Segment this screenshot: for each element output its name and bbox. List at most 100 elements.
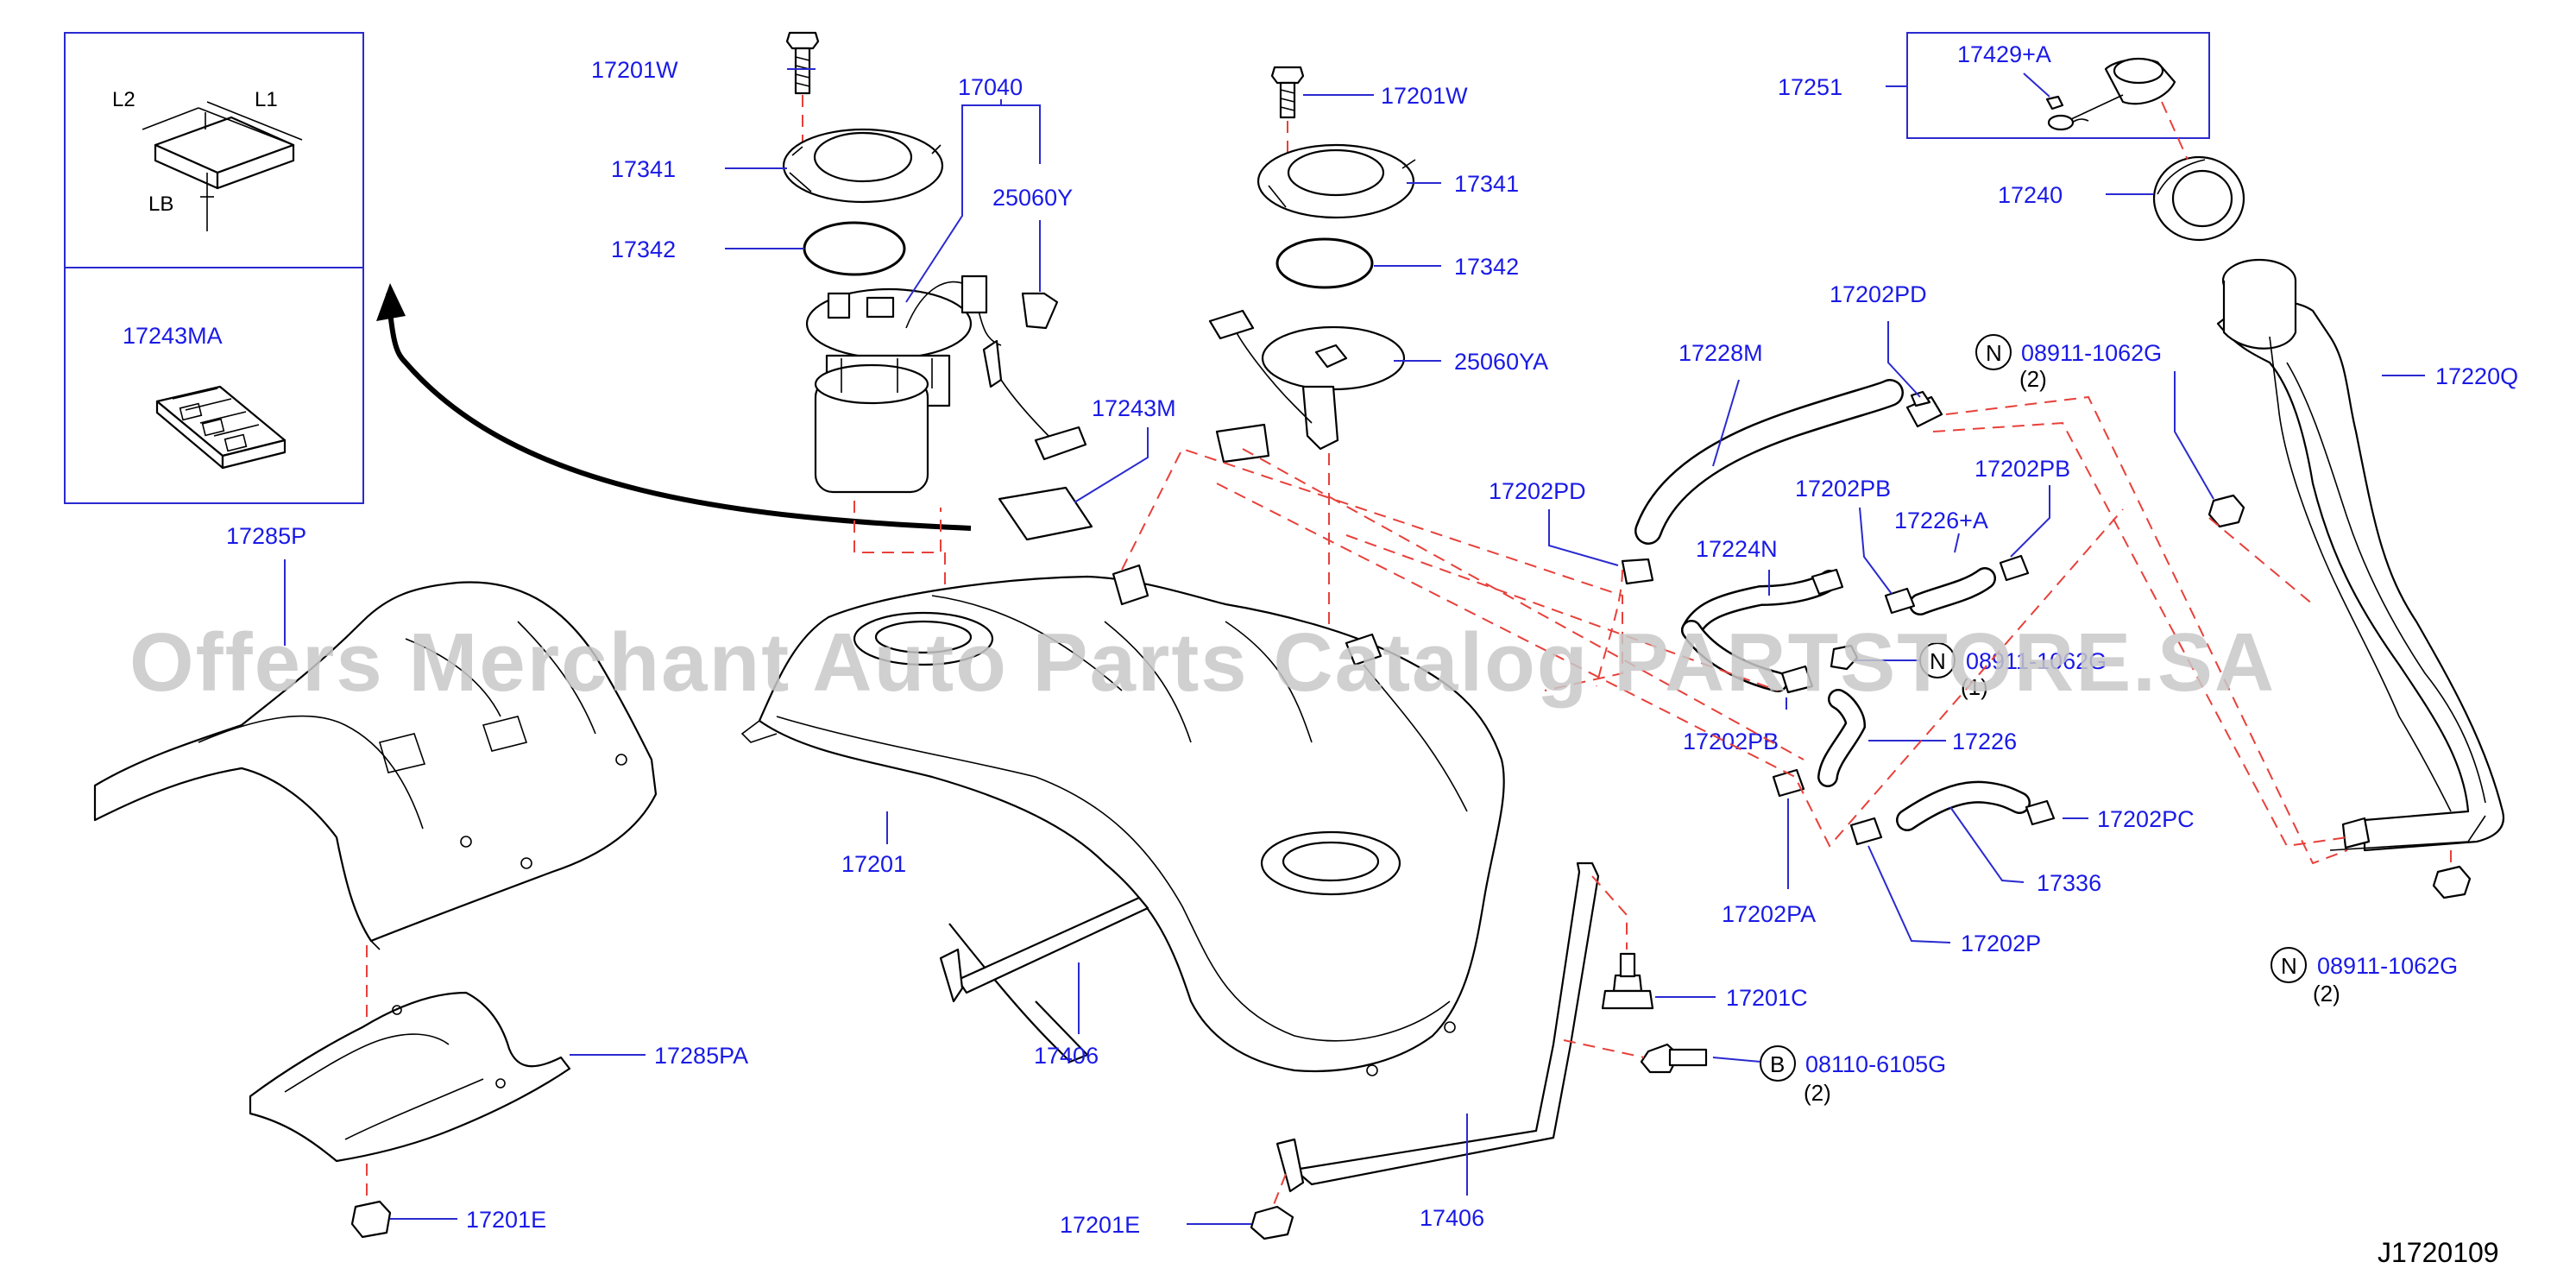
nut-icon-mid bbox=[1830, 644, 1859, 671]
label-17243MA: 17243MA bbox=[123, 323, 223, 349]
label-17342-right: 17342 bbox=[1454, 254, 1519, 280]
label-17224N: 17224N bbox=[1696, 536, 1778, 562]
fuel-cap-icon bbox=[2045, 57, 2176, 131]
label-17202PB-c: 17202PB bbox=[1683, 729, 1779, 754]
label-17429A: 17429+A bbox=[1957, 41, 2051, 67]
label-17201C: 17201C bbox=[1726, 985, 1808, 1011]
label-25060Y: 25060Y bbox=[992, 185, 1073, 211]
strap-nut-bolt-icon bbox=[1640, 1043, 1708, 1074]
routing-dashed-lines bbox=[1121, 395, 2348, 865]
fastener-symbol-b bbox=[1760, 1045, 1796, 1082]
label-17406-left: 17406 bbox=[1034, 1043, 1099, 1069]
label-17285P: 17285P bbox=[226, 523, 306, 549]
heat-shield-lower-icon bbox=[249, 991, 571, 1163]
label-17220Q: 17220Q bbox=[2435, 363, 2518, 389]
label-17202PB-b: 17202PB bbox=[1975, 456, 2070, 482]
heat-shield-upper-icon bbox=[93, 581, 658, 950]
label-17202PC: 17202PC bbox=[2097, 806, 2195, 832]
dimension-drawing: L2 L1 LB bbox=[112, 88, 303, 231]
filler-neck-icon bbox=[2216, 258, 2505, 852]
bolt-icon-2 bbox=[1270, 66, 1305, 119]
clamp-icon-17202PB-c bbox=[1780, 665, 1814, 694]
fastener-part-08911-1062G-2: 08911-1062G bbox=[1966, 648, 2107, 674]
label-17243M: 17243M bbox=[1092, 395, 1176, 421]
diagram-code: J1720109 bbox=[2378, 1237, 2499, 1268]
inset-panel: L2 L1 LB 17243MA bbox=[64, 32, 364, 504]
label-17226: 17226 bbox=[1952, 729, 2017, 754]
clamp-icon-17202PC bbox=[2025, 799, 2056, 826]
nut-icon-upper-right bbox=[2208, 494, 2245, 528]
label-17342-left: 17342 bbox=[611, 237, 676, 262]
lock-ring-icon bbox=[782, 128, 944, 204]
clamp-icon-17202P bbox=[1849, 817, 1883, 846]
dim-label-l1: L1 bbox=[255, 88, 278, 111]
clamp-icon-17202PD-top bbox=[1905, 390, 1943, 428]
label-17285PA: 17285PA bbox=[654, 1043, 748, 1069]
tank-strap-icon bbox=[939, 861, 1600, 1193]
hose-17228M-icon bbox=[1634, 379, 1904, 545]
label-17240: 17240 bbox=[1998, 182, 2063, 208]
sender-pad-icon bbox=[998, 486, 1093, 541]
label-17201: 17201 bbox=[841, 851, 906, 877]
o-ring-icon bbox=[803, 221, 906, 276]
label-17341-right: 17341 bbox=[1454, 171, 1519, 197]
nut-icon-lower-right bbox=[2432, 865, 2472, 899]
hose-17336-icon bbox=[1896, 780, 2031, 831]
nut-icon-bottom-left bbox=[350, 1200, 392, 1239]
label-17202P: 17202P bbox=[1961, 931, 2041, 956]
fastener-symbol-n-1 bbox=[1975, 334, 2012, 370]
label-17251: 17251 bbox=[1778, 74, 1842, 100]
label-17341-left: 17341 bbox=[611, 156, 676, 182]
label-17040: 17040 bbox=[958, 74, 1023, 100]
fuel-pump-assembly: 17201W 17341 17342 17040 25060Y 17243M bbox=[591, 31, 1176, 634]
label-17202PA: 17202PA bbox=[1722, 901, 1816, 927]
hose-17224N-icon bbox=[1681, 568, 1844, 692]
hose-17226-icon bbox=[1817, 689, 1867, 787]
label-17202PD-top: 17202PD bbox=[1830, 281, 1927, 307]
watermark-text: Offers Merchant Auto Parts Catalog PARTS… bbox=[129, 616, 2276, 709]
hose-17226A-icon bbox=[1909, 567, 1996, 615]
label-17406-right: 17406 bbox=[1420, 1205, 1484, 1231]
dim-label-l2: L2 bbox=[112, 88, 135, 111]
fastener-symbol-n-3-letter: N bbox=[2281, 953, 2297, 979]
fastener-qty-n-1: (2) bbox=[2019, 366, 2047, 392]
fuel-tank-icon bbox=[740, 564, 1505, 1076]
label-17228M: 17228M bbox=[1678, 340, 1763, 366]
sender-module-icon bbox=[1208, 309, 1406, 464]
fastener-qty-n-2: (1) bbox=[1961, 674, 1988, 700]
clamp-icon-17202PB-a bbox=[1884, 587, 1916, 615]
fastener-symbol-n-1-letter: N bbox=[1986, 340, 2002, 366]
fuel-pump-module-icon bbox=[805, 274, 1087, 494]
fastener-symbol-b-letter: B bbox=[1770, 1051, 1785, 1077]
filler-ring-17240-icon bbox=[2152, 155, 2245, 242]
label-17201E-center: 17201E bbox=[1060, 1212, 1140, 1238]
fastener-symbol-n-2-letter: N bbox=[1930, 648, 1946, 674]
dim-label-lb: LB bbox=[148, 192, 173, 216]
nut-icon-bottom-center bbox=[1250, 1205, 1294, 1240]
label-17336: 17336 bbox=[2037, 870, 2101, 896]
fastener-part-08911-1062G-1: 08911-1062G bbox=[2021, 340, 2162, 366]
label-17201W-right: 17201W bbox=[1381, 83, 1468, 109]
clamp-icon-17202PA bbox=[1772, 768, 1805, 798]
pad-17243MA: 17243MA bbox=[123, 323, 287, 470]
inset-arrow bbox=[376, 283, 972, 531]
fastener-part-08911-1062G-3: 08911-1062G bbox=[2317, 953, 2458, 979]
o-ring-icon-2 bbox=[1275, 237, 1374, 289]
clamp-icon-17202PD-left bbox=[1621, 558, 1654, 585]
label-17202PD-left: 17202PD bbox=[1489, 478, 1586, 504]
fastener-part-08110-6105G: 08110-6105G bbox=[1805, 1051, 1946, 1077]
strap-bolt-icon bbox=[1601, 952, 1654, 1010]
clamp-icon-17202PB-b bbox=[1999, 554, 2030, 582]
bolt-icon bbox=[785, 31, 820, 95]
label-17201W-left: 17201W bbox=[591, 57, 678, 83]
fuel-level-sender-assembly: 17201W 17341 17342 25060YA bbox=[1208, 66, 1548, 656]
fastener-symbol-n-3 bbox=[2271, 947, 2307, 983]
label-25060YA: 25060YA bbox=[1454, 349, 1548, 375]
lock-ring-icon-2 bbox=[1257, 143, 1416, 219]
label-17201E-left: 17201E bbox=[466, 1207, 546, 1233]
fastener-qty-n-3: (2) bbox=[2313, 981, 2340, 1006]
label-17202PB-a: 17202PB bbox=[1795, 476, 1891, 502]
fastener-qty-b: (2) bbox=[1804, 1080, 1831, 1106]
label-17226A: 17226+A bbox=[1894, 508, 1988, 533]
